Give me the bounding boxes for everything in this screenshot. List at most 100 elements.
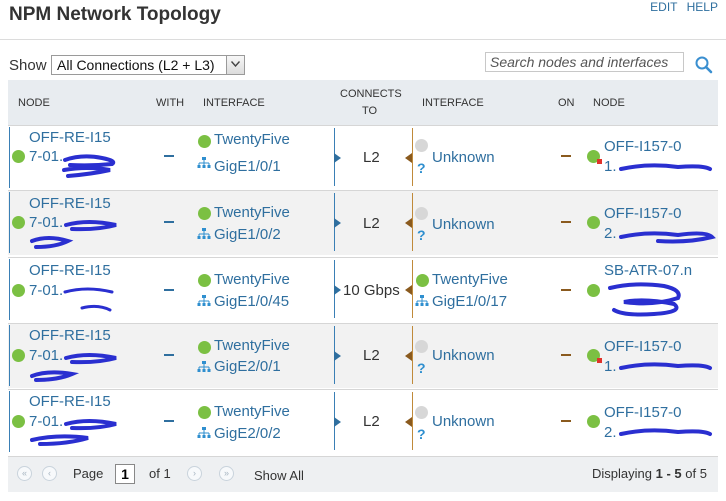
double-chevron-left-icon: « (21, 468, 27, 478)
arrow-right-icon (334, 285, 341, 295)
connection-type: L2 (363, 413, 380, 430)
col-node[interactable]: NODE (18, 97, 50, 109)
interface-link[interactable]: TwentyFive (214, 337, 290, 354)
status-up-icon (12, 415, 25, 428)
node-link[interactable]: OFF-RE-I15 (29, 262, 111, 279)
remote-node-link-line2[interactable]: 2. (604, 424, 617, 441)
remote-interface-link[interactable]: Unknown (432, 149, 495, 166)
status-up-icon (198, 406, 211, 419)
remote-node-link-line2[interactable]: 2. (604, 225, 617, 242)
double-chevron-right-icon: » (223, 468, 229, 478)
table-row: OFF-RE-I15 7-01. TwentyFive GigE1/0/1 L2… (8, 125, 718, 190)
show-all-link[interactable]: Show All (254, 468, 304, 483)
page-title: NPM Network Topology (9, 4, 221, 25)
arrow-left-icon (405, 351, 412, 361)
interface-link[interactable]: TwentyFive (214, 131, 290, 148)
status-unknown-icon (415, 207, 428, 220)
col-on[interactable]: ON (558, 97, 575, 109)
table-row: OFF-RE-I15 7-01. TwentyFive GigE2/0/1 L2… (8, 323, 718, 388)
node-link-line2[interactable]: 7-01. (29, 413, 64, 430)
remote-node-link[interactable]: SB-ATR-07.n (604, 262, 693, 279)
node-link-line2[interactable]: 7-01. (29, 214, 64, 231)
connection-type: L2 (363, 347, 380, 364)
node-link[interactable]: OFF-RE-I15 (29, 195, 111, 212)
arrow-left-icon (405, 153, 412, 163)
node-link[interactable]: OFF-RE-I15 (29, 129, 111, 146)
first-page-button[interactable]: « (17, 466, 32, 481)
status-up-icon (587, 415, 600, 428)
remote-interface-link[interactable]: TwentyFive (432, 271, 508, 288)
col-connects-to[interactable]: CONNECTS (340, 88, 402, 100)
remote-node-link[interactable]: OFF-I157-0 (604, 338, 682, 355)
arrow-left-icon (405, 285, 412, 295)
chevron-down-icon[interactable] (226, 56, 244, 74)
interface-link[interactable]: TwentyFive (214, 204, 290, 221)
connector-dash (561, 354, 571, 356)
connector-dash (164, 354, 174, 356)
interface-link-line2[interactable]: GigE2/0/1 (214, 358, 281, 375)
redaction-scribble (619, 163, 712, 171)
connector-dash (561, 155, 571, 157)
status-up-icon (416, 274, 429, 287)
status-up-icon (12, 284, 25, 297)
status-unknown-icon (415, 139, 428, 152)
interface-link[interactable]: TwentyFive (214, 403, 290, 420)
search-icon[interactable] (694, 55, 714, 75)
edit-link[interactable]: EDIT (650, 0, 678, 14)
remote-interface-link[interactable]: Unknown (432, 216, 495, 233)
col-with[interactable]: WITH (156, 97, 185, 109)
link-separator (412, 193, 413, 251)
chevron-left-icon: ‹ (48, 468, 51, 478)
remote-interface-link[interactable]: Unknown (432, 413, 495, 430)
next-page-button[interactable]: › (187, 466, 202, 481)
interface-link-line2[interactable]: GigE2/0/2 (214, 425, 281, 442)
remote-node-link[interactable]: OFF-I157-0 (604, 138, 682, 155)
search-input[interactable] (485, 52, 684, 72)
arrow-right-icon (334, 218, 341, 228)
interface-link-line2[interactable]: GigE1/0/45 (214, 293, 290, 310)
remote-interface-link[interactable]: Unknown (432, 347, 495, 364)
col-interface[interactable]: INTERFACE (203, 97, 265, 109)
page-number-input[interactable] (115, 464, 135, 484)
prev-page-button[interactable]: ‹ (42, 466, 57, 481)
link-separator (412, 260, 413, 318)
node-link-line2[interactable]: 7-01. (29, 282, 64, 299)
node-link-line2[interactable]: 7-01. (29, 347, 64, 364)
interface-link[interactable]: TwentyFive (214, 271, 290, 288)
redaction-scribble (62, 154, 116, 178)
node-link[interactable]: OFF-RE-I15 (29, 327, 111, 344)
remote-interface-link-line2[interactable]: GigE1/0/17 (432, 293, 508, 310)
question-icon: ? (417, 426, 426, 442)
interface-link-line2[interactable]: GigE1/0/1 (214, 158, 281, 175)
interface-icon (197, 295, 211, 306)
top-links: EDIT HELP (644, 0, 718, 14)
interface-icon (197, 157, 211, 168)
remote-node-link-line2[interactable]: 1. (604, 358, 617, 375)
remote-node-link[interactable]: OFF-I157-0 (604, 404, 682, 421)
status-up-icon (587, 150, 602, 164)
pagination-bar: « ‹ Page of 1 › » Show All Displaying 1 … (8, 456, 718, 492)
page-label: Page (73, 466, 104, 481)
link-separator (412, 128, 413, 186)
status-up-icon (198, 135, 211, 148)
connector-dash (164, 221, 174, 223)
redaction-scribble (608, 282, 681, 317)
connection-type: L2 (363, 149, 380, 166)
connection-filter-select[interactable]: All Connections (L2 + L3) (51, 55, 245, 75)
help-link[interactable]: HELP (686, 0, 718, 14)
connection-type: L2 (363, 215, 380, 232)
interface-link-line2[interactable]: GigE1/0/2 (214, 226, 281, 243)
displaying-suffix: of 5 (685, 466, 707, 481)
col-node-2[interactable]: NODE (593, 97, 625, 109)
last-page-button[interactable]: » (219, 466, 234, 481)
status-up-icon (587, 284, 600, 297)
table-row: OFF-RE-I15 7-01. TwentyFive GigE1/0/45 1… (8, 257, 718, 322)
remote-node-link-line2[interactable]: 1. (604, 158, 617, 175)
arrow-left-icon (405, 218, 412, 228)
node-link[interactable]: OFF-RE-I15 (29, 393, 111, 410)
node-link-line2[interactable]: 7-01. (29, 148, 64, 165)
row-border (9, 192, 10, 253)
col-interface-2[interactable]: INTERFACE (422, 97, 484, 109)
connector-dash (164, 155, 174, 157)
remote-node-link[interactable]: OFF-I157-0 (604, 205, 682, 222)
